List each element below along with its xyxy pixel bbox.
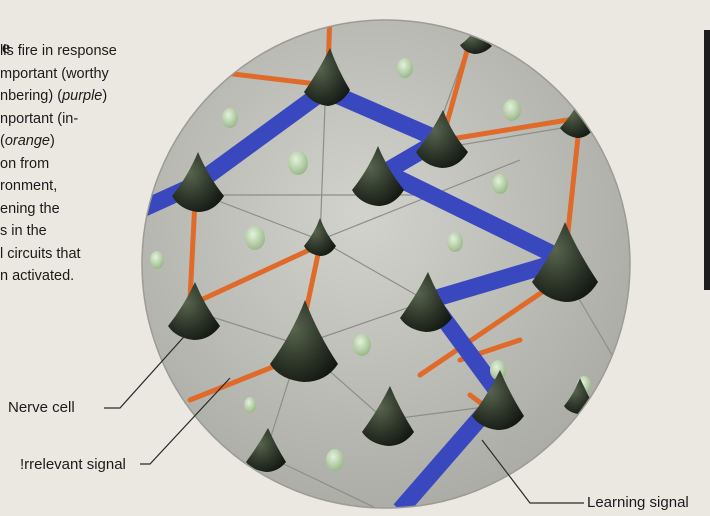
nerve-cell-label: Nerve cell [8,399,75,416]
irrelevant-signal-label: !rrelevant signal [20,456,126,473]
page-edge-bar [704,30,710,290]
learning-signal-label: Learning signal [587,494,689,511]
